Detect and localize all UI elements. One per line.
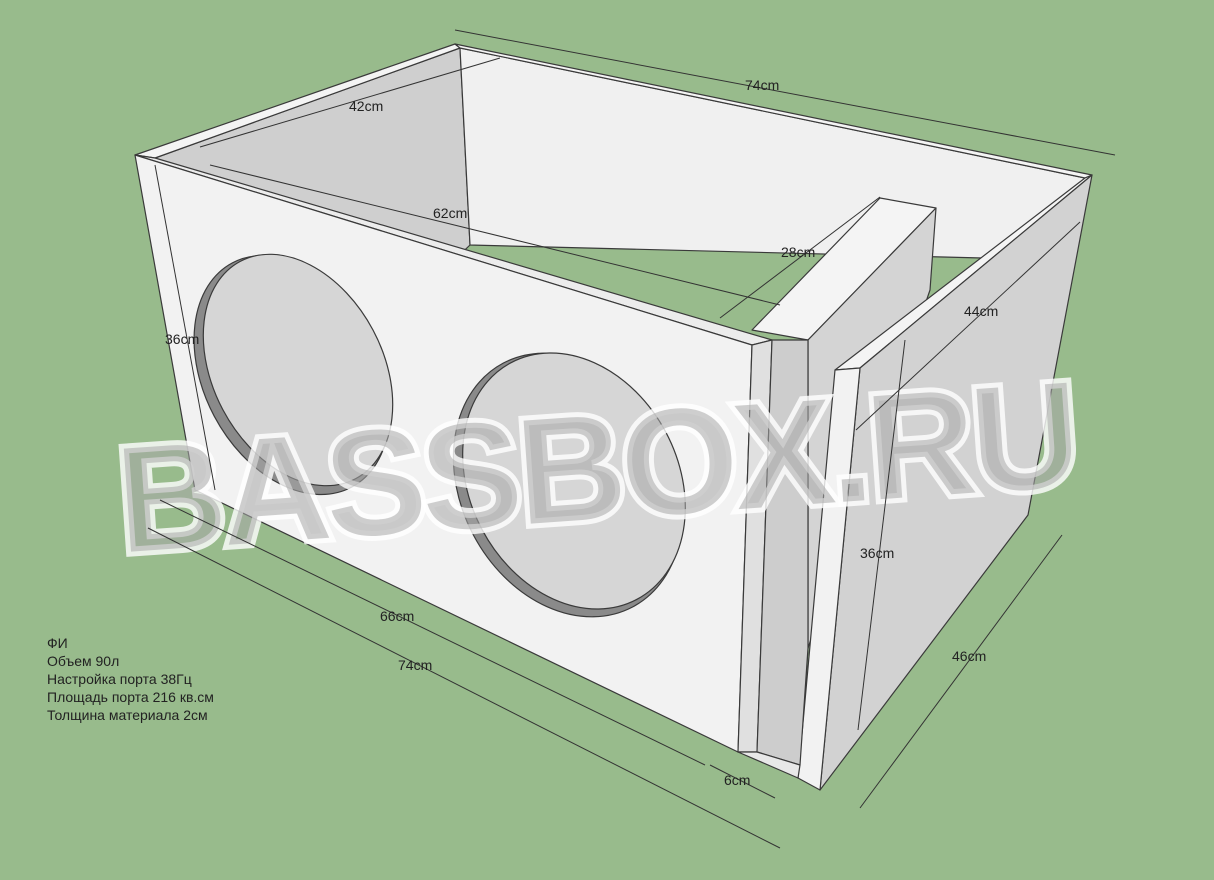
dim-top-length: 74cm — [745, 77, 779, 93]
dim-inner-length: 62cm — [433, 205, 467, 221]
dim-side-height: 36cm — [860, 545, 894, 561]
spec-volume: Объем 90л — [47, 653, 120, 669]
speaker-cutout-2 — [452, 352, 686, 618]
dim-side-depth: 46cm — [952, 648, 986, 664]
port-bottom-strip — [737, 751, 801, 779]
dimension-lines — [147, 29, 1116, 849]
dim-front-height: 36cm — [165, 331, 199, 347]
spec-port-area: Площадь порта 216 кв.см — [47, 689, 214, 705]
dim-front-length: 74cm — [398, 657, 432, 673]
dim-port-width: 28cm — [781, 244, 815, 260]
speaker-cutout-1 — [193, 253, 394, 496]
dim-port-gap: 6cm — [724, 772, 750, 788]
spec-list: ФИ Объем 90л Настройка порта 38Гц Площад… — [47, 634, 214, 724]
dim-port-length: 44cm — [964, 303, 998, 319]
dim-baffle-inner: 66cm — [380, 608, 414, 624]
spec-thickness: Толщина материала 2см — [47, 707, 208, 723]
spec-tuning: Настройка порта 38Гц — [47, 671, 192, 687]
spec-type: ФИ — [47, 635, 68, 651]
dim-inner-depth: 42cm — [349, 98, 383, 114]
right-side-panel-front — [797, 367, 861, 791]
